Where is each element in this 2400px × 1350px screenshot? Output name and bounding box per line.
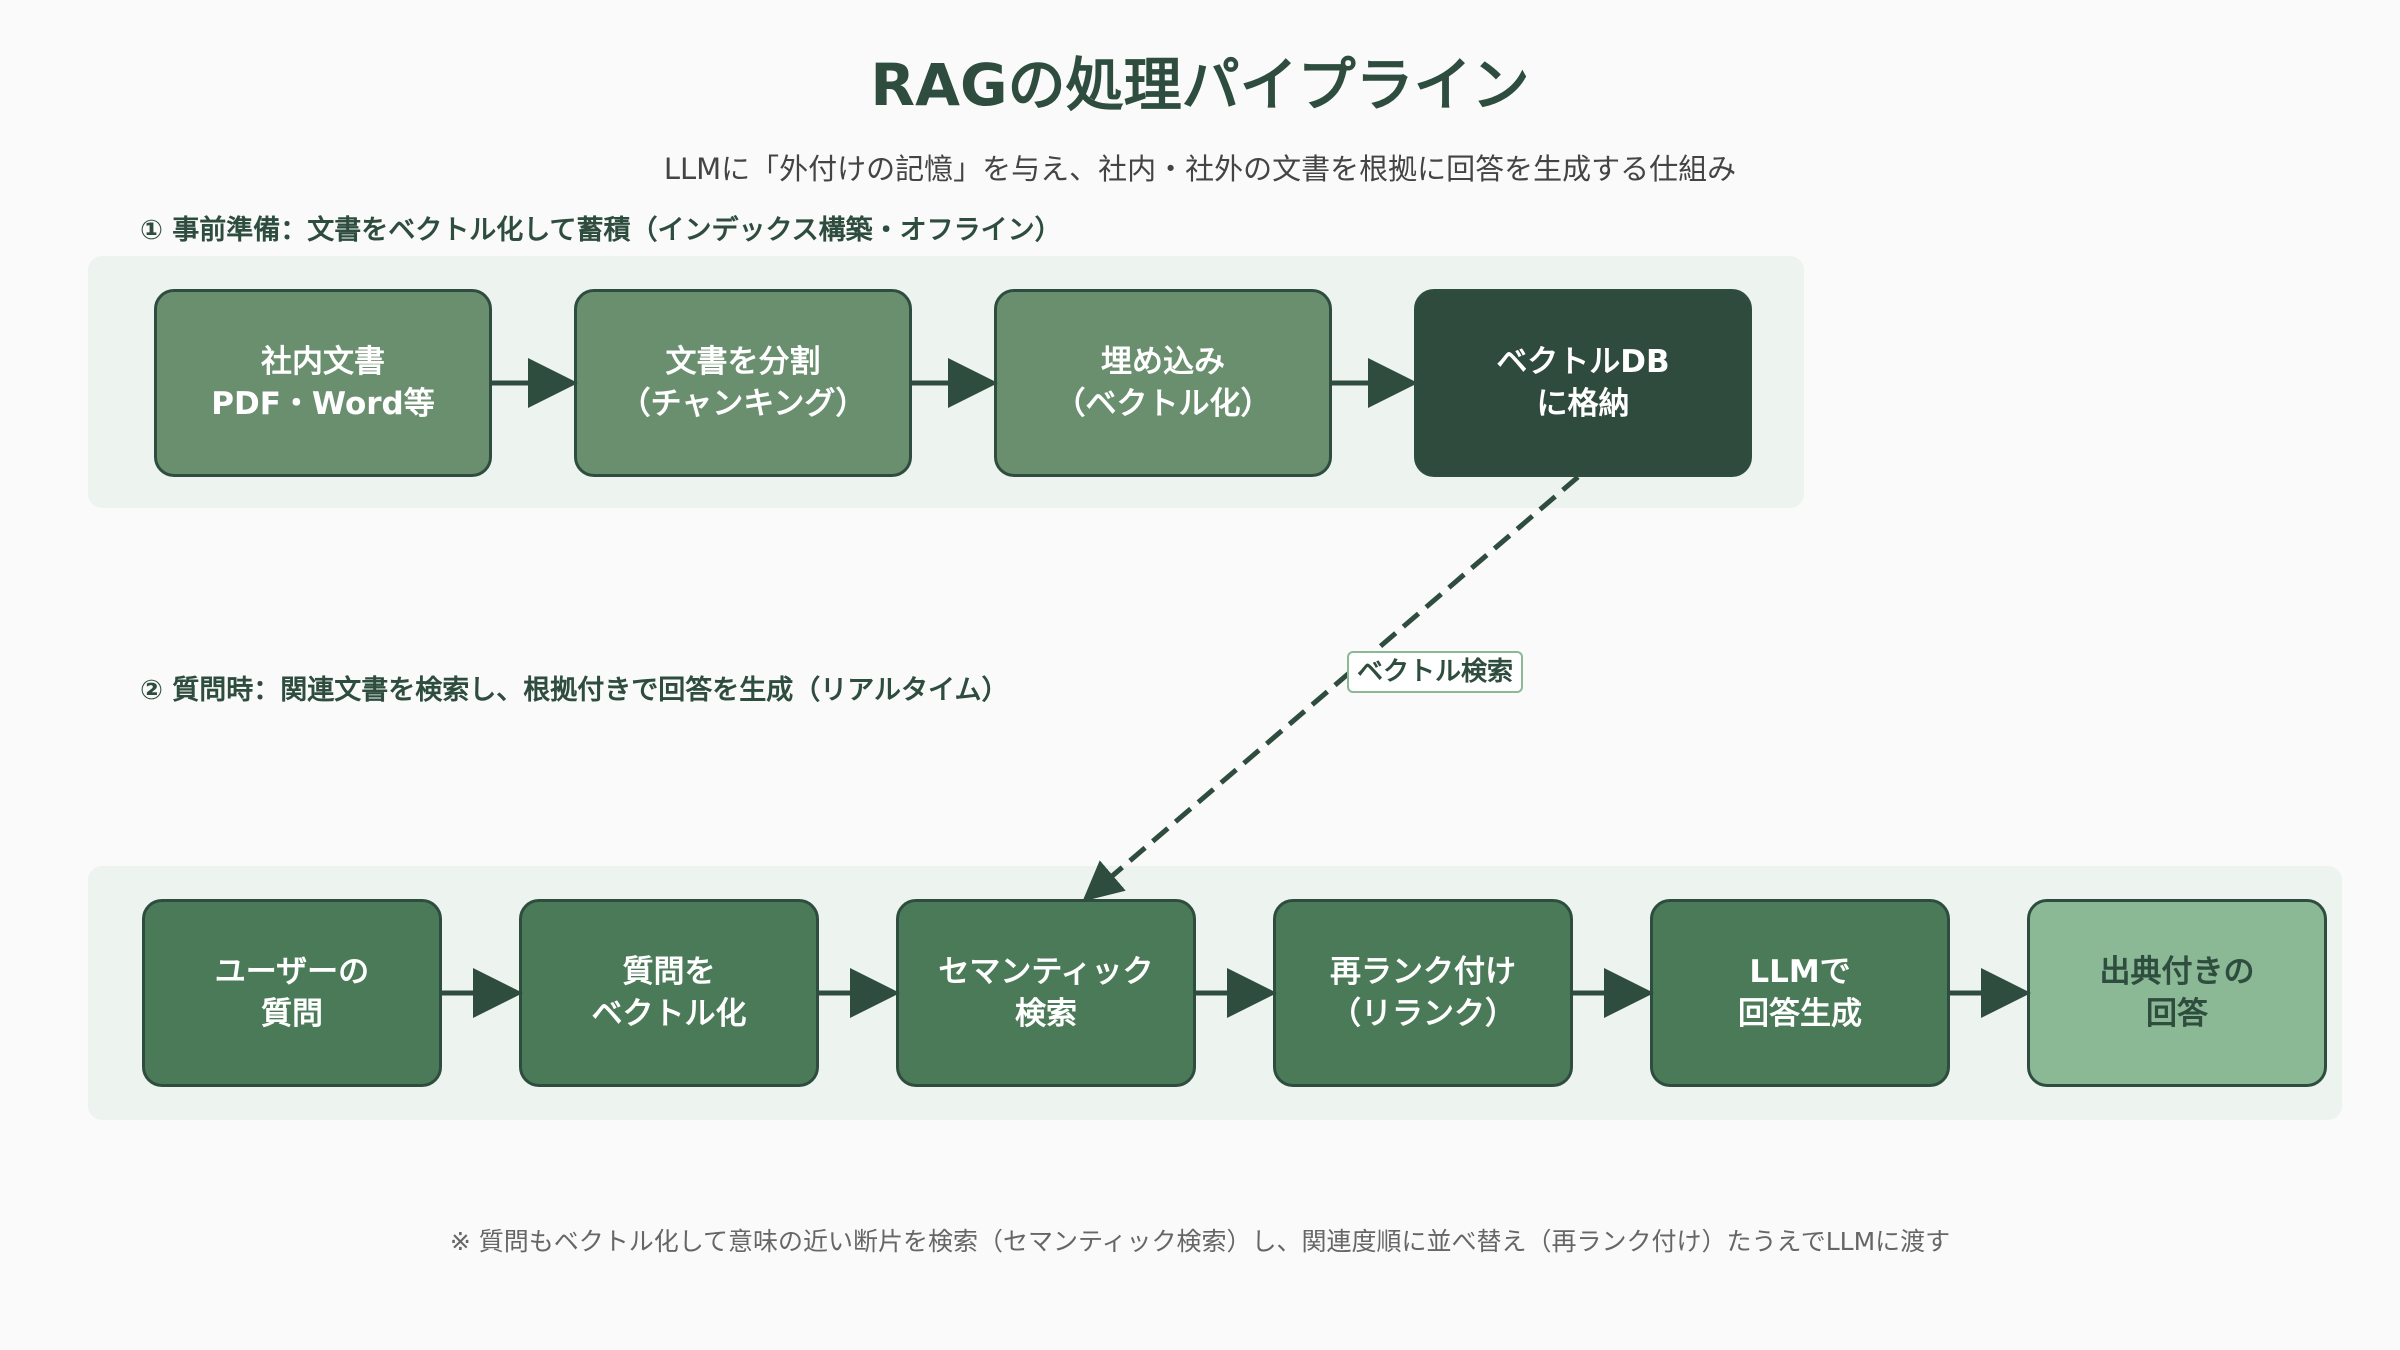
section1-label: ① 事前準備：文書をベクトル化して蓄積（インデックス構築・オフライン） (140, 215, 1062, 246)
step-question-vectorize: 質問を ベクトル化 (519, 899, 819, 1087)
section2-label: ② 質問時：関連文書を検索し、根拠付きで回答を生成（リアルタイム） (140, 675, 1009, 706)
vector-search-connector (1082, 475, 1580, 902)
diagram-subtitle: LLMに「外付けの記憶」を与え、社内・社外の文書を根拠に回答を生成する仕組み (663, 152, 1737, 186)
step-cited-answer: 出典付きの 回答 (2027, 899, 2327, 1087)
step-rerank: 再ランク付け （リランク） (1273, 899, 1573, 1087)
step-source-documents: 社内文書 PDF・Word等 (154, 289, 492, 477)
step-user-question: ユーザーの 質問 (142, 899, 442, 1087)
diagram-title: RAGの処理パイプライン (870, 51, 1530, 119)
step-llm-generate: LLMで 回答生成 (1650, 899, 1950, 1087)
vector-search-label: ベクトル検索 (1347, 651, 1524, 693)
step-vector-db: ベクトルDB に格納 (1414, 289, 1752, 477)
step-chunking: 文書を分割 （チャンキング） (574, 289, 912, 477)
step-embedding: 埋め込み （ベクトル化） (994, 289, 1332, 477)
footnote: ※ 質問もベクトル化して意味の近い断片を検索（セマンティック検索）し、関連度順に… (449, 1227, 1951, 1256)
